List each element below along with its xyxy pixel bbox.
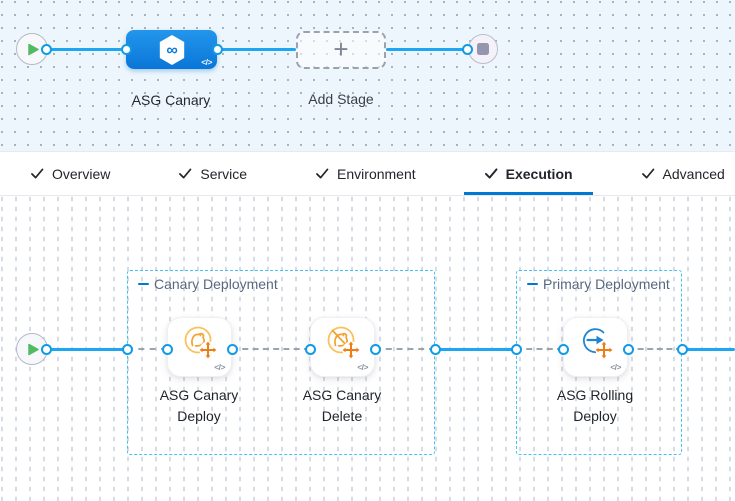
link-port (304, 343, 316, 355)
add-stage-button[interactable]: + (296, 31, 386, 69)
check-icon (179, 168, 192, 179)
step-card-asg-canary-deploy[interactable]: </> (167, 317, 232, 377)
stage-label: ASG Canary (131, 92, 211, 108)
add-stage-label: Add Stage (308, 91, 374, 107)
tab-service[interactable]: Service (158, 152, 267, 195)
link-port (40, 343, 52, 355)
link-port (369, 343, 381, 355)
dashed-connector-line (232, 348, 310, 350)
code-icon: </> (201, 57, 212, 67)
code-icon: </> (357, 362, 368, 372)
connector-line (682, 347, 735, 351)
stop-icon (477, 43, 489, 55)
stage-node-asg-canary[interactable]: ∞ </> (126, 30, 217, 69)
asg-canary-deploy-icon (184, 326, 217, 359)
group-dash-icon (138, 282, 149, 286)
step-group-primary-deployment[interactable] (516, 270, 682, 455)
plus-icon: + (333, 33, 349, 64)
step-group-label: Canary Deployment (138, 276, 278, 292)
tab-label: Execution (505, 165, 573, 182)
play-icon (28, 343, 39, 355)
step-label: ASG Canary Deploy (159, 387, 239, 424)
code-icon: </> (214, 362, 225, 372)
code-icon: </> (610, 362, 621, 372)
link-port (461, 43, 473, 55)
pipeline-end-node[interactable] (468, 34, 498, 64)
check-icon (316, 168, 329, 179)
link-port (161, 343, 173, 355)
dashed-connector-line (127, 348, 167, 350)
tab-label: Environment (337, 165, 416, 182)
step-label: ASG Rolling Deploy (556, 387, 634, 424)
connector-line (46, 347, 127, 351)
tab-execution[interactable]: Execution (463, 152, 593, 195)
link-port (510, 343, 522, 355)
dashed-connector-line (628, 348, 682, 350)
execution-graph-canvas: Canary Deployment Primary Deployment (0, 196, 735, 501)
link-port (226, 343, 238, 355)
group-dash-icon (527, 282, 538, 286)
step-group-label: Primary Deployment (527, 276, 670, 292)
tab-advanced[interactable]: Advanced (621, 152, 735, 195)
tab-label: Advanced (662, 165, 725, 182)
link-port (121, 343, 133, 355)
check-icon (641, 168, 654, 179)
step-card-asg-rolling-deploy[interactable]: </> (563, 317, 628, 377)
svg-text:∞: ∞ (166, 42, 177, 59)
play-icon (28, 43, 39, 55)
stage-config-tabs: Overview Service Environment Execution A… (0, 152, 735, 196)
asg-rolling-deploy-icon (582, 328, 613, 359)
link-port (211, 43, 223, 55)
link-port (429, 343, 441, 355)
check-icon (31, 168, 44, 179)
link-port (557, 343, 569, 355)
tab-label: Overview (52, 165, 111, 182)
dashed-connector-line (516, 348, 563, 350)
link-port (676, 343, 688, 355)
link-port (120, 43, 132, 55)
link-port (40, 43, 52, 55)
step-group-canary-deployment[interactable] (127, 270, 435, 455)
connector-line (46, 47, 126, 51)
deploy-stage-icon: ∞ (159, 34, 184, 65)
connector-line (217, 47, 296, 51)
step-card-asg-canary-delete[interactable]: </> (310, 317, 375, 377)
connector-line (386, 47, 467, 51)
dashed-connector-line (375, 348, 435, 350)
connector-line (435, 347, 516, 351)
link-port (622, 343, 634, 355)
tab-environment[interactable]: Environment (295, 152, 436, 195)
step-label: ASG Canary Delete (302, 387, 382, 424)
asg-canary-delete-icon (327, 326, 360, 359)
check-icon (484, 168, 498, 179)
tab-label: Service (200, 165, 248, 182)
tab-overview[interactable]: Overview (10, 152, 130, 195)
stage-graph-canvas: ∞ </> + ASG Canary Add Stage (0, 0, 735, 152)
